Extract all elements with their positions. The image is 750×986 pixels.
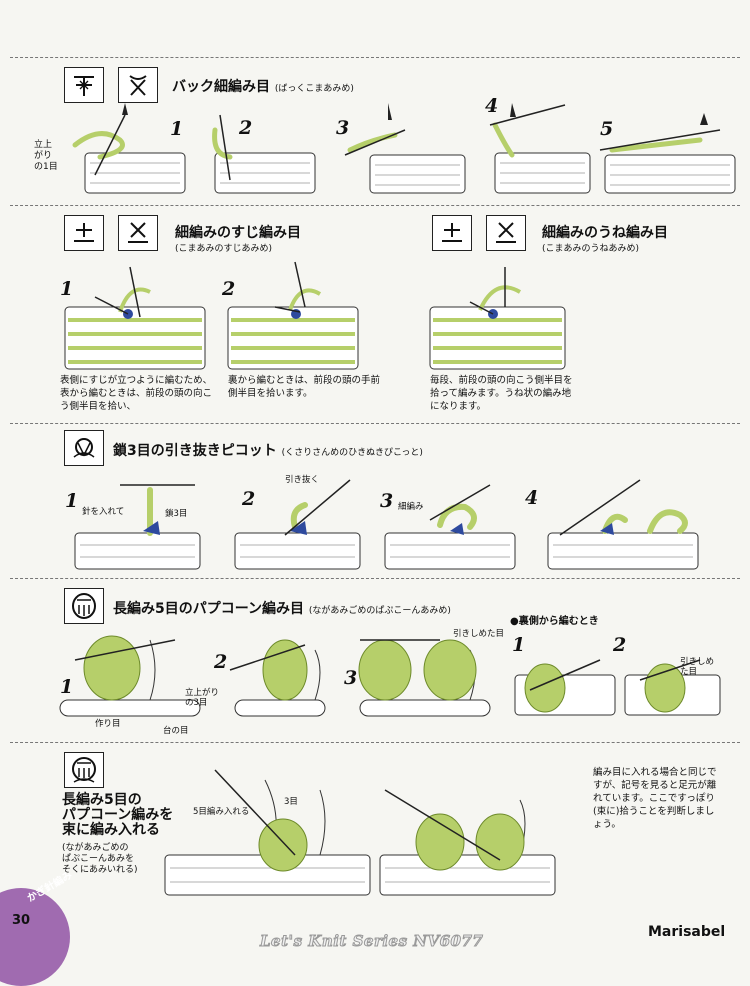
step-number: 3 [336, 117, 350, 139]
step-number: 1 [170, 118, 184, 140]
brand-name: Marisabel [648, 924, 726, 940]
step-number: 2 [613, 634, 627, 656]
label-pull-through: 引き抜く [285, 475, 320, 485]
step-number: 2 [214, 651, 228, 673]
popcorn-icon [64, 588, 104, 624]
rise-label: 立上がりの1目 [34, 140, 58, 172]
label-insert-needle: 針を入れて [82, 507, 125, 517]
note-back-loop-front: 表側にすじが立つように編むため、表から編むときは、前段の頭の向こう側半目を拾い、 [60, 375, 213, 412]
plus-underline-icon [64, 215, 104, 251]
step-number: 1 [512, 634, 526, 656]
label-ch3: 鎖3目 [165, 509, 188, 519]
label-tightened: 引きしめた目 [453, 629, 505, 639]
plus-underline-icon [432, 215, 472, 251]
section-divider [10, 742, 740, 743]
picot-icon [64, 430, 104, 466]
step-number: 1 [60, 676, 74, 698]
step-number: 3 [380, 490, 394, 512]
note-back-loop-back: 裏から編むときは、前段の頭の手前側半目を拾います。 [228, 375, 381, 399]
section-title-picot: 鎖3目の引き抜きピコット (くさりさんめのひきぬきぴこっと) [113, 443, 423, 459]
section-title-ridge: 細編みのうね編み目 [542, 225, 668, 241]
x-underline-icon [486, 215, 526, 251]
label-tightened-ws: 引きしめた目 [680, 657, 715, 677]
section-title-back-sc: バック細編み目 (ばっくこまあみめ) [172, 79, 354, 95]
section-title-popcorn-bundle: 長編み5目の パプコーン編みを 束に編み入れる [62, 792, 174, 838]
section-reading: (ながあみごめの ぱぷこーんあみを そくにあみいれる) [62, 843, 138, 875]
step-number: 4 [485, 95, 499, 117]
picot-diagrams [74, 479, 699, 570]
label-sc: 細編み [398, 502, 424, 512]
label-work-5: 5目編み入れる [193, 807, 250, 817]
popcorn-diagrams [59, 635, 721, 717]
section-reading: (こまあみのうねあみめ) [542, 244, 640, 254]
section-title-popcorn: 長編み5目のパプコーン編み目 (ながあみごめのぱぷこーんあみめ) [113, 601, 451, 617]
wrong-side-heading: ●裏側から編むとき [510, 616, 599, 627]
step-number: 1 [65, 490, 79, 512]
section-divider [10, 423, 740, 424]
section-reading: (こまあみのすじあみめ) [175, 244, 273, 254]
x-underline-icon [118, 215, 158, 251]
section-divider [10, 578, 740, 579]
section-divider [10, 57, 740, 58]
label-rise-3: 立上がりの3目 [185, 688, 220, 708]
page-number: 30 [12, 913, 31, 928]
step-number: 4 [525, 487, 539, 509]
x-mark-icon [118, 67, 158, 103]
step-number: 2 [222, 278, 236, 300]
series-watermark: Let's Knit Series NV6077 [259, 932, 484, 951]
back-sc-diagrams [72, 103, 736, 194]
step-number: 1 [60, 278, 74, 300]
popcorn-bundle-icon [64, 752, 104, 788]
popcorn-bundle-diagrams [164, 769, 556, 896]
note-ridge: 毎段、前段の頭の向こう側半目を拾って編みます。うね状の編み地になります。 [430, 375, 573, 412]
section-title-back-loop: 細編みのすじ編み目 [175, 225, 301, 241]
label-foundation: 台の目 [163, 726, 189, 736]
plus-cross-icon [64, 67, 104, 103]
note-bundle: 編み目に入れる場合と同じですが、記号を見ると足元が離れています。ここですっぽり(… [593, 767, 717, 830]
label-3-sts: 3目 [284, 797, 298, 807]
step-number: 3 [344, 667, 358, 689]
section-divider [10, 205, 740, 206]
step-number: 2 [239, 117, 253, 139]
back-loop-diagrams [64, 261, 566, 370]
label-base-chain: 作り目 [95, 719, 121, 729]
step-number: 5 [600, 118, 614, 140]
step-number: 2 [242, 488, 256, 510]
